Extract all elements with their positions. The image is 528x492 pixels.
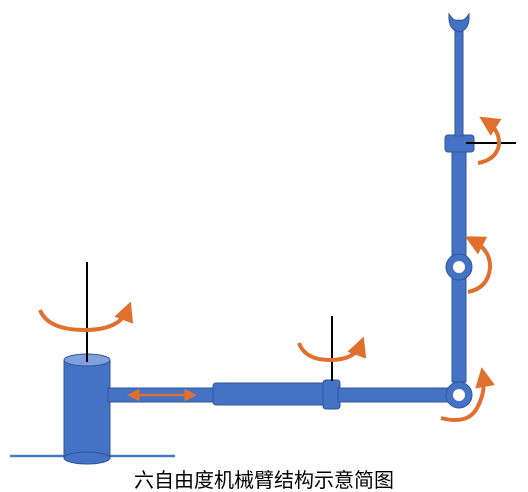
gripper xyxy=(448,12,470,33)
joint-3-housing xyxy=(322,379,341,410)
diagram-caption: 六自由度机械臂结构示意简图 xyxy=(134,468,394,492)
end-effector-rod xyxy=(454,27,464,137)
forearm-link xyxy=(337,387,451,403)
base-cylinder xyxy=(63,353,111,465)
joint-4-hole xyxy=(453,389,465,401)
joint-1-rotation-arrow xyxy=(38,301,134,333)
joint-5-hole xyxy=(453,261,465,273)
robot-arm-diagram xyxy=(10,12,516,465)
upper-link xyxy=(212,382,328,406)
joint-6-rotation-arrow xyxy=(477,116,502,165)
joint-4-rotation-arrow xyxy=(440,367,495,422)
joint-3-rotation-arrow xyxy=(297,336,367,363)
joint-5-rotation-arrow xyxy=(464,236,493,294)
